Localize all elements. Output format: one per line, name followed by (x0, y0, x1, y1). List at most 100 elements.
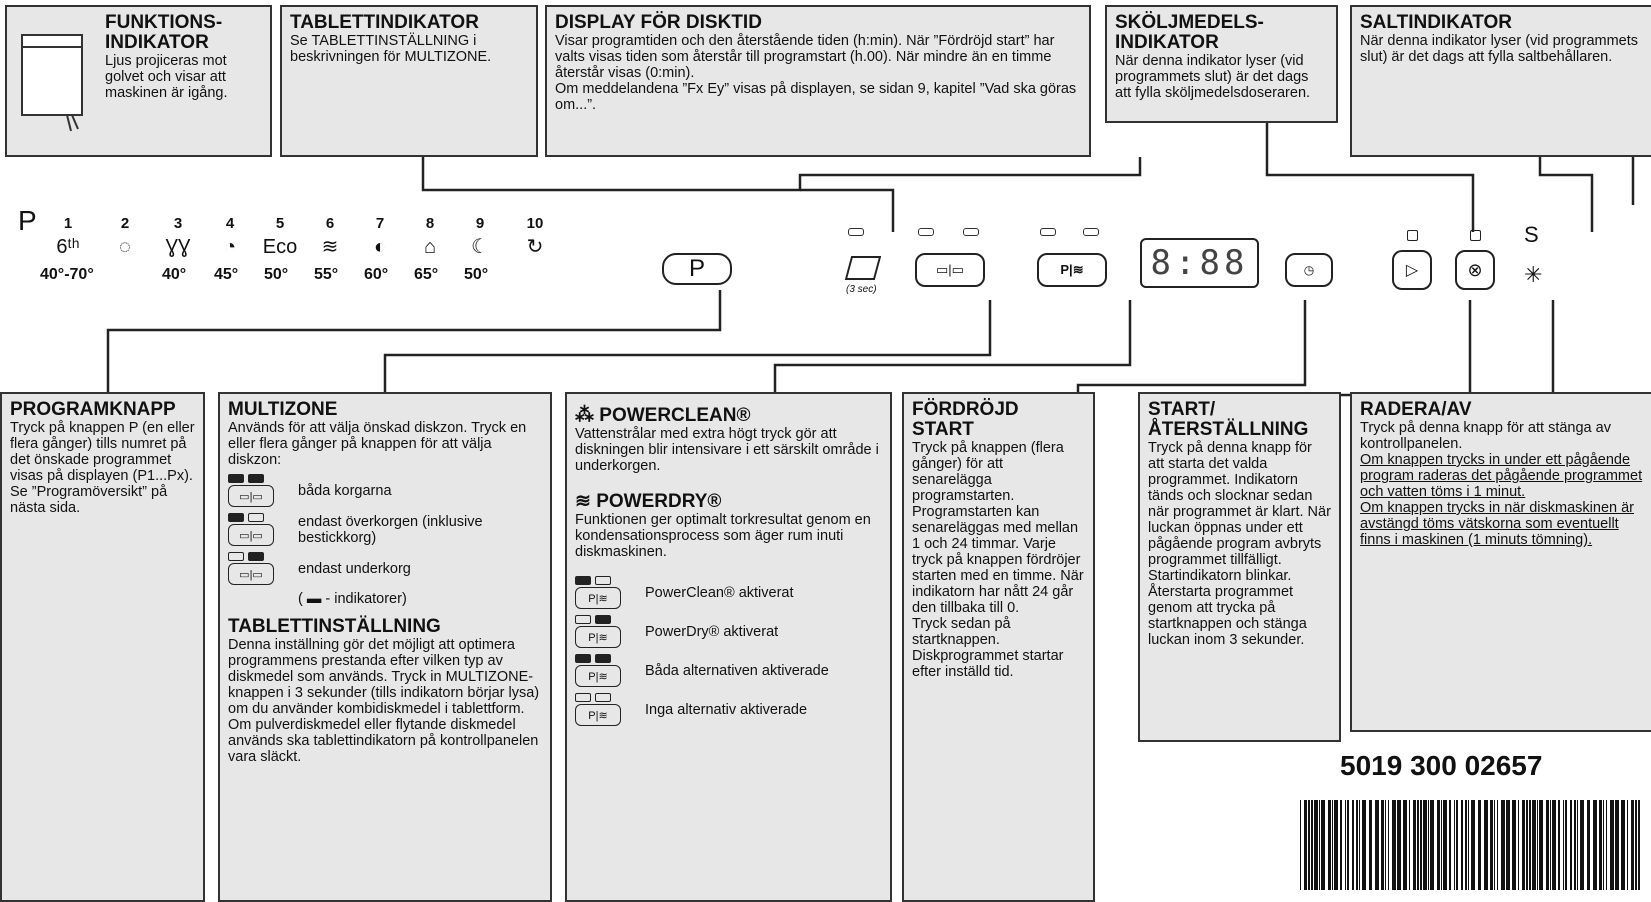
time-display: 8:88 (1140, 238, 1259, 288)
multizone-box: MULTIZONE Används för att välja önskad d… (218, 392, 552, 902)
barcode-bar (1441, 800, 1442, 890)
delay-start-box: FÖRDRÖJD START Tryck på knappen (flera g… (902, 392, 1095, 902)
display-time-text: Visar programtiden och den återstående t… (555, 33, 1077, 113)
program-button-box: PROGRAMKNAPP Tryck på knappen P (en elle… (0, 392, 205, 902)
barcode-bar (1484, 800, 1488, 890)
barcode-bar (1334, 800, 1338, 890)
barcode-bar (1522, 800, 1525, 890)
start-reset-title: START/ ÅTERSTÄLLNING (1148, 399, 1309, 440)
program-number: 10 (526, 215, 544, 232)
barcode-bar (1599, 800, 1602, 890)
three-sec-label: (3 sec) (846, 284, 877, 295)
barcode-bar (1300, 800, 1301, 890)
rinse-indicator-title: SKÖLJMEDELS- INDIKATOR (1115, 12, 1264, 53)
program-10: 10↻ (515, 215, 555, 262)
cancel-button[interactable]: ⊗ (1455, 250, 1495, 290)
multizone-led-upper (918, 228, 934, 236)
powerdry-text: Funktionen ger optimalt torkresultat gen… (575, 512, 871, 560)
barcode-bar (1471, 800, 1475, 890)
barcode-bar (1328, 800, 1331, 890)
program-icon: 6ᵗʰ (56, 236, 80, 258)
program-number: 2 (120, 215, 130, 232)
display-time-title: DISPLAY FÖR DISKTID (555, 12, 762, 33)
barcode-bar (1478, 800, 1481, 890)
program-number: 8 (425, 215, 435, 232)
program-icon: ƔƔ (165, 236, 191, 258)
program-temperature: 55° (314, 266, 339, 283)
delay-start-button[interactable]: ◷ (1285, 253, 1333, 287)
barcode-bar (1381, 800, 1384, 890)
salt-indicator-title: SALTINDIKATOR (1360, 12, 1512, 33)
program-icon: ≋ (321, 236, 339, 258)
cancel-off-text: Tryck på denna knapp för att stänga av k… (1360, 420, 1611, 452)
barcode-bar (1321, 800, 1325, 890)
multizone-option-both: båda korgarna (298, 482, 392, 499)
program-4: 4◔ (210, 215, 250, 262)
program-number: 7 (375, 215, 385, 232)
barcode-bar (1501, 800, 1505, 890)
program-button[interactable]: P (662, 253, 732, 285)
clock-icon: ◷ (1303, 263, 1315, 277)
barcode-bar (1304, 800, 1307, 890)
barcode-bar (1332, 800, 1333, 890)
program-temperature: 60° (364, 266, 389, 283)
power-mini-icon: P|≋ (575, 626, 621, 648)
basket-icon: ▭|▭ (228, 485, 274, 507)
program-button-text: Tryck på knappen P (en eller flera gånge… (10, 420, 195, 516)
multizone-led-lower (963, 228, 979, 236)
display-time-box: DISPLAY FÖR DISKTID Visar programtiden o… (545, 5, 1091, 157)
multizone-option-lower: endast underkorg (298, 560, 411, 577)
multizone-title: MULTIZONE (228, 399, 338, 420)
power-mini-icon: P|≋ (575, 587, 621, 609)
play-icon: ▷ (1405, 262, 1419, 279)
program-6: 6≋ (310, 215, 350, 262)
multizone-text: Används för att välja önskad diskzon. Tr… (228, 420, 527, 468)
basket-icon: ▭|▭ (228, 524, 274, 546)
barcode-bar (1570, 800, 1572, 890)
program-2: 2◌ (105, 215, 145, 262)
barcode-bar (1606, 800, 1607, 890)
program-8: 8⌂ (410, 215, 450, 262)
salt-indicator-box: SALTINDIKATOR När denna indikator lyser … (1350, 5, 1651, 157)
multizone-button[interactable]: ▭|▭ (915, 253, 985, 287)
program-icon: ◐ (373, 236, 387, 258)
barcode-bar (1465, 800, 1467, 890)
powerdry-icon: ≋ (575, 491, 597, 512)
delay-start-text: Tryck på knappen (flera gånger) för att … (912, 440, 1084, 680)
power-state-1: PowerClean® aktiverat (645, 584, 794, 601)
barcode-bar (1369, 800, 1372, 890)
tablet-setting-text: Denna inställning gör det möjligt att op… (228, 637, 540, 765)
cancel-off-note-2: Om knappen trycks in när diskmaskinen är… (1360, 500, 1634, 548)
cancel-led (1470, 230, 1481, 241)
barcode-bar (1638, 800, 1640, 890)
delay-start-title: FÖRDRÖJD START (912, 399, 1019, 440)
barcode-bar (1512, 800, 1516, 890)
powerclean-icon: P|≋ (1060, 262, 1084, 277)
barcode-bar (1490, 800, 1493, 890)
program-number: 9 (475, 215, 485, 232)
barcode-bar (1526, 800, 1528, 890)
tablet-icon (844, 256, 882, 280)
barcode-bar (1362, 800, 1366, 890)
powerclean-led (1040, 228, 1056, 236)
barcode-bar (1577, 800, 1578, 890)
barcode-bar (1388, 800, 1389, 890)
power-button[interactable]: P|≋ (1037, 253, 1107, 287)
tablet-indicator-box: TABLETTINDIKATOR Se TABLETTINSTÄLLNING i… (280, 5, 538, 157)
start-button[interactable]: ▷ (1392, 250, 1432, 290)
function-indicator-title: FUNKTIONS- INDIKATOR (105, 12, 223, 53)
barcode-bar (1494, 800, 1495, 890)
barcode-bar (1428, 800, 1429, 890)
barcode-bar (1319, 800, 1320, 890)
barcode-bar (1621, 800, 1625, 890)
barcode-bar (1420, 800, 1422, 890)
barcode-bar (1497, 800, 1498, 890)
barcode-bar (1631, 800, 1634, 890)
program-icon: ◌ (119, 236, 131, 258)
barcode-bar (1506, 800, 1510, 890)
barcode-bar (1456, 800, 1458, 890)
barcode-bar (1311, 800, 1313, 890)
powerclean-title: POWERCLEAN® (599, 405, 751, 426)
program-temperature: 40° (162, 266, 187, 283)
barcode-bar (1352, 800, 1354, 890)
